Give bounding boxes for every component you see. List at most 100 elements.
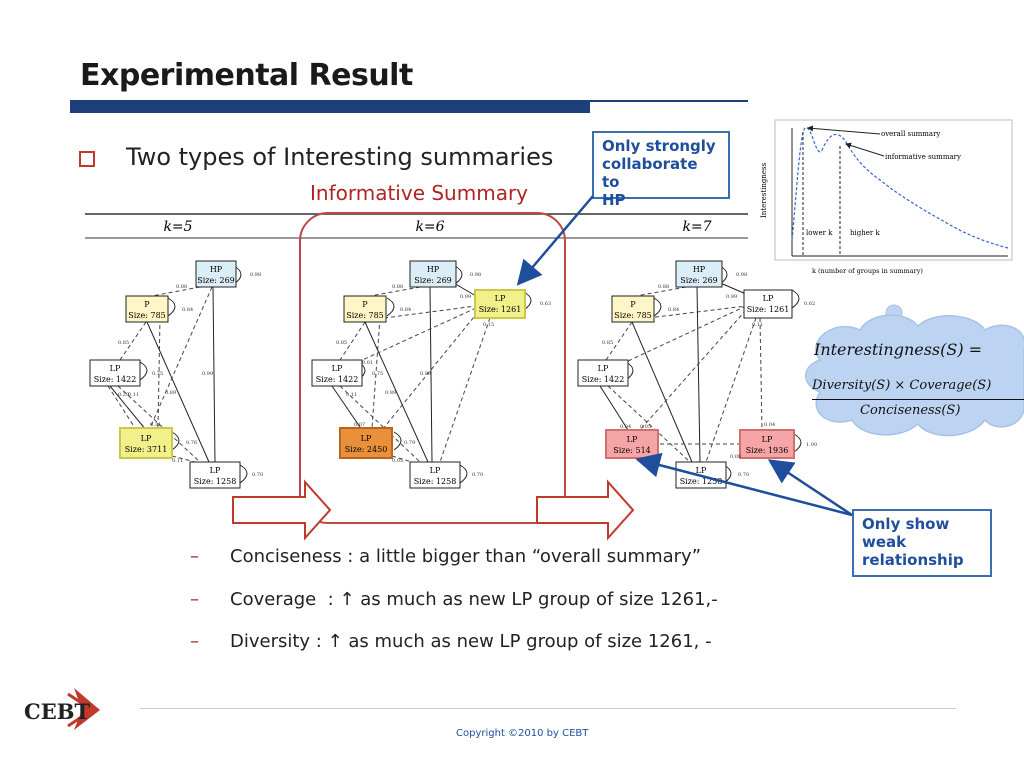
node-lp-1936-name: LP — [762, 435, 773, 444]
edge-weight: 0.04 — [764, 422, 775, 428]
callout-weak-relationship: Only show weak relationship — [852, 509, 992, 577]
node-hp-name: HP — [693, 265, 706, 274]
k5-label: k=5 — [163, 219, 192, 235]
edge-weight: 0.04 — [620, 424, 631, 430]
formula-denominator: Conciseness(S) — [860, 403, 961, 418]
edge-weight: 0.79 — [404, 440, 415, 446]
edge-weight: 0.31 — [150, 422, 161, 428]
node-p-name: P — [144, 300, 150, 309]
dash-bullet: – — [190, 589, 199, 610]
inset-plot: overall summary informative summary lowe… — [760, 119, 1013, 275]
node-lp-1258-size: Size: 1258 — [680, 477, 723, 486]
edge-weight: 0.88 — [658, 284, 669, 290]
cebt-logo: CEBT — [24, 688, 100, 730]
edge-weight: 0.88 — [176, 284, 187, 290]
edge-weight: 0.62 — [804, 301, 815, 307]
node-p — [343, 295, 387, 323]
node-lp-1422 — [577, 359, 629, 387]
k6-label: k=6 — [415, 219, 444, 235]
node-lp-1258 — [409, 461, 461, 489]
node-lp-1261-name: LP — [495, 294, 506, 303]
sub-item-conciseness: – Conciseness : a little bigger than “ove… — [190, 546, 701, 567]
edge-weight: 1.00 — [806, 442, 817, 448]
edge-weight: 0.84 — [400, 307, 411, 313]
inset-label-overall: overall summary — [881, 130, 940, 138]
edge-weight: 0.70 — [472, 472, 483, 478]
node-lp-3711 — [119, 427, 173, 459]
edge-weight: 0.89 — [385, 390, 396, 396]
node-lp-1258 — [189, 461, 241, 489]
node-lp-2450 — [339, 427, 393, 459]
callout-top-line-1: Only strongly — [602, 137, 716, 155]
cebt-logo-text: CEBT — [24, 699, 90, 724]
formula-fraction-bar — [812, 399, 1024, 400]
arrow-right-1 — [232, 479, 332, 541]
node-p-size: Size: 785 — [614, 311, 652, 320]
node-lp-1422-name: LP — [598, 364, 609, 373]
sub-item-coverage: – Coverage : ↑ as much as new LP group of… — [190, 589, 718, 610]
node-lp-3711-name: LP — [141, 434, 152, 443]
callout-top-line-2: collaborate to — [602, 155, 698, 191]
edge-weight: 0.99 — [420, 371, 431, 377]
inset-label-lower-k: lower k — [806, 229, 833, 237]
edge-weight: 0.88 — [392, 284, 403, 290]
edge-weight: 0.85 — [336, 340, 347, 346]
edge-weight: 0.05 — [392, 458, 403, 464]
inset-y-label: Interestingness — [760, 162, 768, 218]
node-hp-name: HP — [427, 265, 440, 274]
edge-weight: 0.11 — [346, 392, 357, 398]
edge-weight: 0.98 — [736, 272, 747, 278]
sub-item-text: Coverage : ↑ as much as new LP group of … — [230, 589, 718, 610]
node-lp-1261-name: LP — [763, 294, 774, 303]
node-lp-1422-size: Size: 1422 — [582, 375, 625, 384]
edge-weight: 0.98 — [470, 272, 481, 278]
edge-weight: 0.99 — [726, 294, 737, 300]
title-underline-thin — [590, 100, 748, 102]
node-lp-514-name: LP — [627, 435, 638, 444]
node-lp-1261 — [474, 289, 526, 319]
node-p-name: P — [630, 300, 636, 309]
bullet-text: Two types of Interesting summaries — [126, 143, 554, 171]
edge-weight: 0.70 — [738, 472, 749, 478]
node-p-name: P — [362, 300, 368, 309]
node-lp-1261-size: Size: 1261 — [747, 305, 790, 314]
node-lp-1422-name: LP — [332, 364, 343, 373]
node-lp-1422-size: Size: 1422 — [94, 375, 137, 384]
node-lp-514-size: Size: 514 — [613, 446, 651, 455]
node-lp-2450-size: Size: 2450 — [345, 445, 388, 454]
node-lp-514 — [605, 429, 659, 459]
edge-weight: 0.75 — [372, 371, 383, 377]
callout-bottom-line-2: weak — [862, 533, 907, 551]
node-lp-2450-name: LP — [361, 434, 372, 443]
node-lp-1258-size: Size: 1258 — [194, 477, 237, 486]
node-lp-1258-name: LP — [430, 466, 441, 475]
edge-weight: 0.84 — [668, 307, 679, 313]
k7-label: k=7 — [682, 219, 711, 235]
node-lp-1261-size: Size: 1261 — [479, 305, 522, 314]
edge-weight: 0.85 — [602, 340, 613, 346]
square-bullet-icon — [79, 151, 95, 167]
slide-title: Experimental Result — [80, 58, 413, 93]
sub-item-text: Conciseness : a little bigger than “over… — [230, 546, 702, 567]
callout-bottom-line-1: Only show — [862, 515, 950, 533]
edge-weight: 0.75 — [152, 371, 163, 377]
callout-bottom-arrow-1 — [635, 452, 853, 517]
sub-item-text: Diversity : ↑ as much as new LP group of… — [230, 631, 712, 652]
dash-bullet: – — [190, 546, 199, 567]
node-hp-size: Size: 269 — [414, 276, 452, 285]
inset-label-informative: informative summary — [885, 153, 961, 161]
node-hp-name: HP — [210, 265, 223, 274]
node-hp-size: Size: 269 — [680, 276, 718, 285]
node-lp-1422 — [89, 359, 141, 387]
footer-divider — [140, 708, 956, 709]
graph-k6: HP Size: 269 P Size: 785 LP Size: 1261 L… — [311, 260, 551, 489]
edge-weight: 0.84 — [182, 307, 193, 313]
callout-strongly-collaborate: Only strongly collaborate to HP — [592, 131, 730, 209]
edge-weight: 0.98 — [250, 272, 261, 278]
node-lp-1258-size: Size: 1258 — [414, 477, 457, 486]
formula-numerator: Diversity(S) × Coverage(S) — [812, 378, 992, 393]
edge-weight: 0.05 — [640, 424, 651, 430]
edge-weight: 0.99 — [460, 294, 471, 300]
node-hp — [409, 260, 457, 288]
